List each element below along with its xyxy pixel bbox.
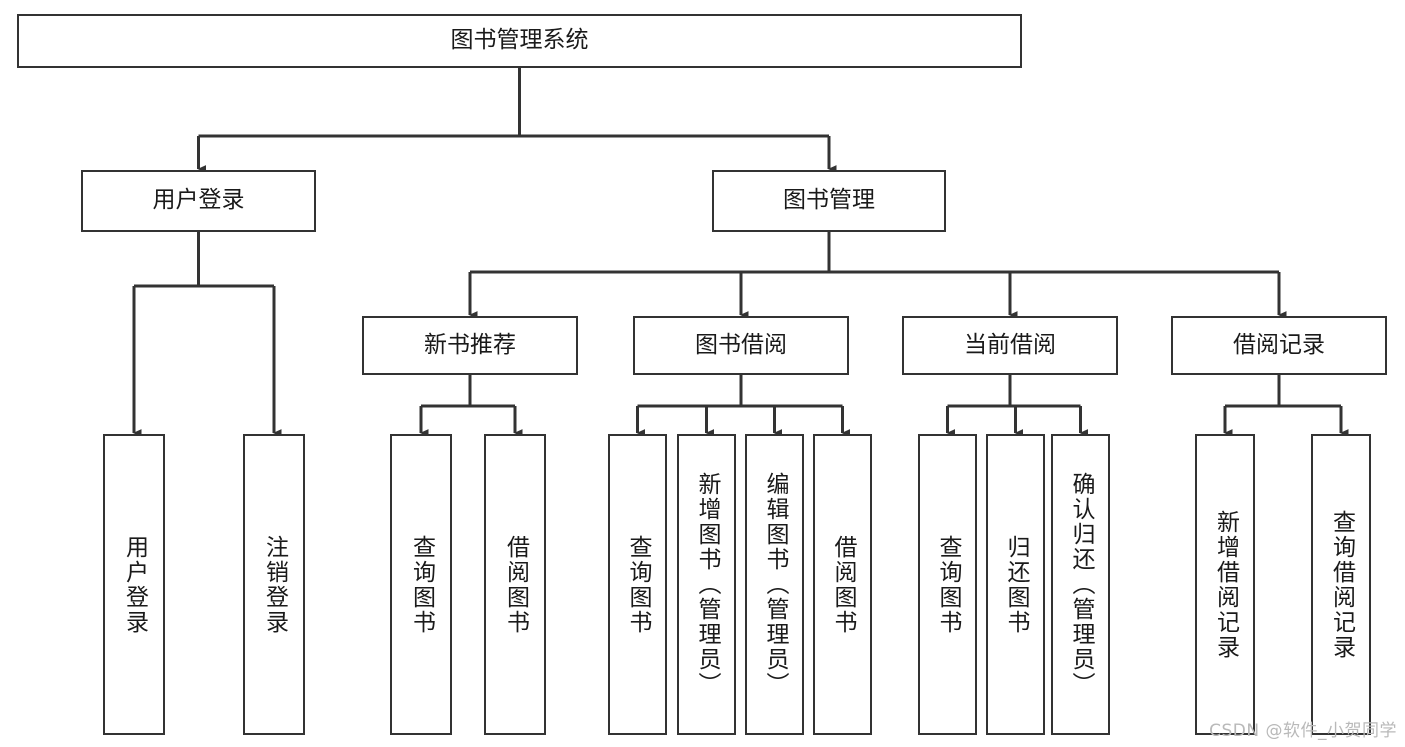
node-label-records: 借阅记录 — [1233, 331, 1325, 358]
node-l9[interactable]: 查询图书 — [918, 434, 977, 735]
node-label-root: 图书管理系统 — [450, 27, 589, 54]
node-l5[interactable]: 查询图书 — [608, 434, 667, 735]
node-label-l3: 查询图书 — [408, 534, 435, 635]
node-label-l7: 编辑图书（管理员） — [762, 472, 788, 697]
node-l12[interactable]: 新增借阅记录 — [1195, 434, 1255, 735]
node-label-l1: 用户登录 — [121, 534, 148, 635]
node-label-borrow: 图书借阅 — [695, 331, 787, 358]
node-label-l11: 确认归还（管理员） — [1068, 472, 1094, 697]
node-label-bookmgmt: 图书管理 — [783, 187, 875, 214]
node-l3[interactable]: 查询图书 — [390, 434, 452, 735]
node-label-l13: 查询借阅记录 — [1328, 509, 1355, 660]
node-label-l10: 归还图书 — [1003, 534, 1029, 635]
node-l4[interactable]: 借阅图书 — [484, 434, 546, 735]
node-root[interactable]: 图书管理系统 — [17, 14, 1022, 68]
node-l8[interactable]: 借阅图书 — [813, 434, 872, 735]
node-label-l9: 查询图书 — [935, 534, 961, 635]
node-label-newbook: 新书推荐 — [424, 331, 516, 358]
node-login[interactable]: 用户登录 — [81, 170, 316, 232]
node-label-l12: 新增借阅记录 — [1212, 509, 1239, 660]
csdn-watermark: CSDN @软件_小贺同学 — [1209, 721, 1397, 741]
node-current[interactable]: 当前借阅 — [902, 316, 1118, 375]
node-label-l2: 注销登录 — [261, 534, 288, 635]
node-label-l6: 新增图书（管理员） — [694, 472, 720, 697]
node-l2[interactable]: 注销登录 — [243, 434, 305, 735]
node-records[interactable]: 借阅记录 — [1171, 316, 1387, 375]
node-l10[interactable]: 归还图书 — [986, 434, 1045, 735]
node-label-login: 用户登录 — [152, 187, 245, 214]
node-bookmgmt[interactable]: 图书管理 — [712, 170, 946, 232]
node-l1[interactable]: 用户登录 — [103, 434, 165, 735]
node-l7[interactable]: 编辑图书（管理员） — [745, 434, 804, 735]
node-l13[interactable]: 查询借阅记录 — [1311, 434, 1371, 735]
node-label-l5: 查询图书 — [625, 534, 651, 635]
node-label-l8: 借阅图书 — [830, 534, 856, 635]
node-borrow[interactable]: 图书借阅 — [633, 316, 849, 375]
node-newbook[interactable]: 新书推荐 — [362, 316, 578, 375]
node-label-l4: 借阅图书 — [502, 534, 529, 635]
node-l11[interactable]: 确认归还（管理员） — [1051, 434, 1110, 735]
node-label-current: 当前借阅 — [964, 331, 1056, 358]
node-l6[interactable]: 新增图书（管理员） — [677, 434, 736, 735]
